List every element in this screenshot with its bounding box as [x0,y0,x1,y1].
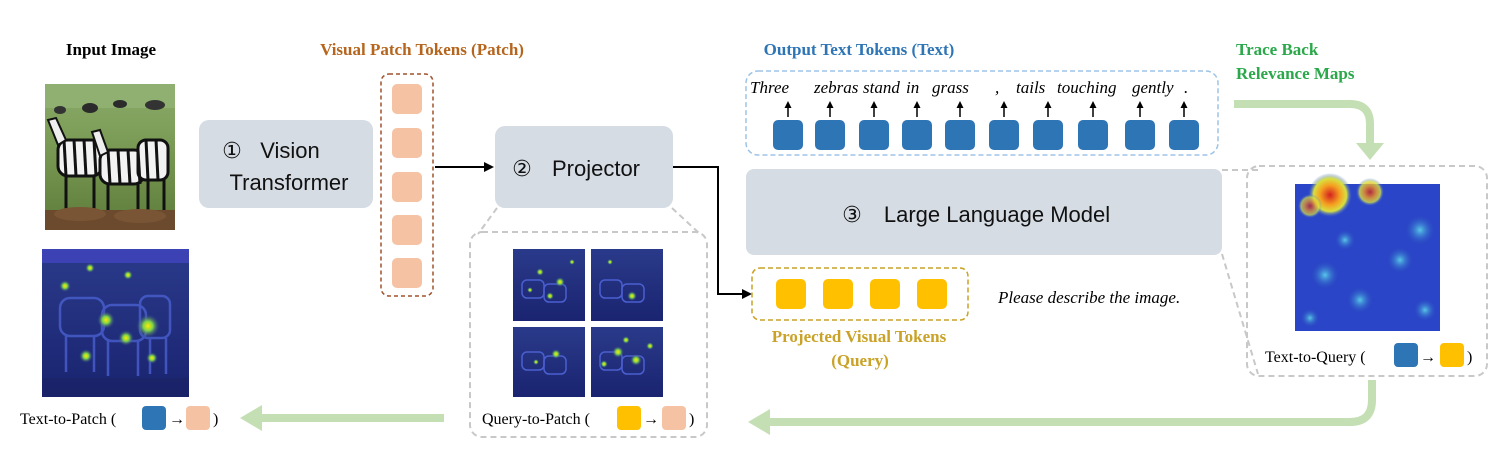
patch-token-swatch [662,406,686,430]
text-token [1078,120,1108,150]
projector-module: ② Projector [495,126,673,208]
output-word: . [1184,78,1188,97]
output-word: gently [1132,78,1174,97]
prompt-text: Please describe the image. [997,288,1180,307]
query-token [776,279,806,309]
text-token [902,120,932,150]
vision-transformer-module: ① Vision Transformer [199,120,373,208]
patch-token [392,84,422,114]
output-word: , [995,78,999,97]
query-token-swatch [617,406,641,430]
output-word: grass [932,78,969,97]
query-token [917,279,947,309]
query-heatmap-2 [591,249,663,321]
output-text-tokens-title: Output Text Tokens (Text) [764,40,955,59]
visual-patch-tokens-title: Visual Patch Tokens (Patch) [320,40,524,59]
trace-back-arrow [1234,100,1384,160]
projected-tokens-title-2: (Query) [831,351,889,370]
close-paren: ) [689,411,694,428]
output-word: Three [750,78,789,97]
arrow-to-projected-tokens [673,166,752,299]
close-paren: ) [213,411,218,428]
llm-module: ③ Large Language Model [746,169,1222,255]
input-image-title: Input Image [66,40,157,59]
text-token [945,120,975,150]
query-to-patch-panel: Query-to-Patch ( → ) [469,231,708,438]
trace-back-bottom-arrow [748,380,1376,435]
visual-patch-tokens [380,73,434,297]
query-token [823,279,853,309]
llm-label: Large Language Model [884,202,1110,227]
text-to-query-caption: Text-to-Query ( [1265,349,1366,366]
trace-back-left-arrow [240,405,444,431]
query-token [870,279,900,309]
vision-module-number: ① [222,138,242,163]
projector-label: Projector [552,156,640,181]
arrow-glyph: → [643,411,659,428]
vision-module-label-1: Vision [260,138,320,163]
projected-visual-tokens [751,267,969,321]
output-word: in [906,78,919,97]
output-word: tails [1016,78,1046,97]
arrow-glyph: → [169,411,185,428]
text-to-patch-heatmap [42,249,189,397]
text-token [773,120,803,150]
patch-token [392,172,422,202]
trace-back-title-2: Relevance Maps [1236,64,1355,83]
projected-tokens-title-1: Projected Visual Tokens [772,327,947,346]
input-image [45,84,175,230]
output-word: touching [1057,78,1117,97]
output-word: stand [863,78,900,97]
llm-number: ③ [842,202,862,227]
projector-number: ② [512,156,532,181]
text-token [815,120,845,150]
text-to-patch-caption: Text-to-Patch ( [20,411,116,428]
text-token [989,120,1019,150]
trace-back-title-1: Trace Back [1236,40,1319,59]
text-token [859,120,889,150]
patch-token [392,258,422,288]
text-token [1125,120,1155,150]
query-heatmap-1 [513,249,585,321]
patch-token [392,128,422,158]
query-heatmap-4 [591,327,663,397]
close-paren: ) [1467,349,1472,366]
query-token-swatch [1440,343,1464,367]
query-heatmap-3 [513,327,585,397]
output-text-tokens: Three zebras stand in grass , tails touc… [745,70,1219,156]
svg-text:Three zebras stand: Three zebras stand in grass , tails touc… [750,78,1188,97]
text-to-query-panel: Text-to-Query ( → ) [1246,165,1488,377]
arrow-glyph: → [1420,349,1436,366]
vision-module-label-2: Transformer [230,170,349,195]
text-token [1169,120,1199,150]
text-token [1033,120,1063,150]
text-token-swatch [142,406,166,430]
query-to-patch-caption: Query-to-Patch ( [482,411,590,428]
patch-token [392,215,422,245]
text-to-query-heatmap [1295,173,1440,331]
text-token-swatch [1394,343,1418,367]
patch-token-swatch [186,406,210,430]
output-word: zebras [813,78,859,97]
